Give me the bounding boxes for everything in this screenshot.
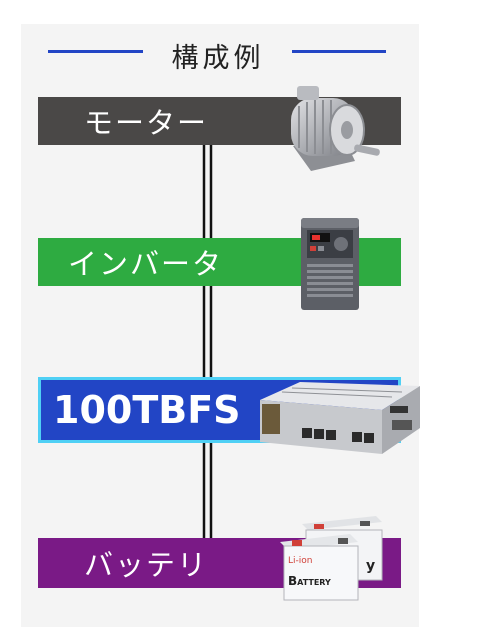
- power-supply-icon: [260, 382, 420, 454]
- battery-back-letter: y: [366, 558, 375, 574]
- motor-label: モーター: [84, 106, 209, 140]
- battery-brand: Li-ion: [288, 556, 312, 566]
- product-label: 100TBFS: [53, 388, 241, 432]
- connection-cable: [202, 145, 213, 545]
- header-rule-right: [292, 50, 386, 53]
- motor-icon: [291, 86, 380, 171]
- inverter-icon: [301, 218, 359, 310]
- header-rule-left: [48, 50, 143, 53]
- battery-front: Li-ion Battery: [280, 534, 359, 601]
- inverter-label: インバータ: [68, 247, 224, 281]
- diagram-title: 構成例: [171, 43, 265, 74]
- battery-text: Battery: [288, 574, 331, 588]
- battery-label: バッテリ: [84, 548, 209, 582]
- battery-icon: y Li-ion Battery: [280, 516, 383, 601]
